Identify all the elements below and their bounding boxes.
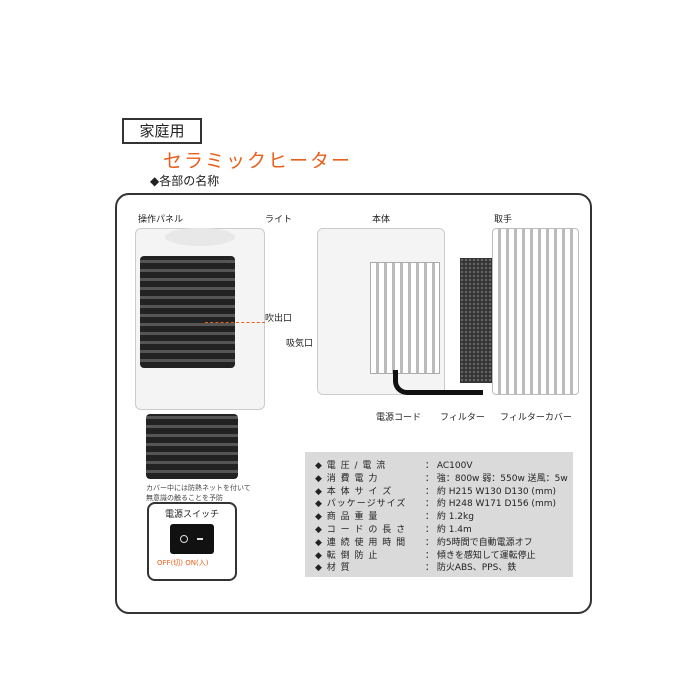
spec-key: ◆ 転 倒 防 止	[315, 550, 379, 561]
spec-value: ： 約 H248 W171 D156 (mm)	[425, 499, 556, 510]
label-filter-cover: フィルターカバー	[500, 413, 572, 423]
spec-value: ： 約5時間で自動電源オフ	[425, 537, 533, 548]
outlet-grill	[140, 256, 235, 368]
switch-title: 電源スイッチ	[164, 510, 219, 520]
label-handle: 取手	[494, 215, 513, 225]
spec-row: ◆ 転 倒 防 止 ： 傾きを感知して運転停止	[315, 548, 563, 561]
spec-row: ◆ 消 費 電 力 ： 強：800w 弱：550w 送風：5w	[315, 471, 568, 484]
label-inlet: 吸気口	[286, 339, 314, 349]
power-cord	[393, 370, 483, 395]
label-outlet: 吹出口	[265, 314, 293, 324]
spec-value: ： 約 1.4m	[425, 524, 472, 535]
spec-row: ◆ パッケージサイズ ： 約 H248 W171 D156 (mm)	[315, 496, 563, 509]
spec-value: ： 約 H215 W130 D130 (mm)	[425, 486, 556, 497]
category-tag: 家庭用	[122, 118, 202, 144]
section-heading: ◆各部の名称	[150, 174, 220, 188]
rocker-switch	[170, 524, 214, 554]
spec-row: ◆ 商 品 重 量 ： 約 1.2kg	[315, 509, 563, 522]
off-symbol-icon	[180, 535, 188, 543]
spec-value: ： 強：800w 弱：550w 送風：5w	[425, 473, 568, 484]
spec-value: ： AC100V	[425, 461, 473, 471]
switch-on-label: ON(入)	[185, 559, 209, 567]
spec-row: ◆ コ ー ド の 長 さ ： 約 1.4m	[315, 522, 563, 535]
leader-line	[205, 322, 265, 323]
spec-key: ◆ 消 費 電 力	[315, 473, 379, 484]
spec-key: ◆ コ ー ド の 長 さ	[315, 524, 407, 535]
inlet-grill	[370, 262, 440, 374]
spec-value: ： 防火ABS、PPS、鉄	[425, 563, 517, 574]
label-cord: 電源コード	[376, 413, 422, 423]
on-symbol-icon	[197, 538, 203, 540]
filter-cover-image	[492, 228, 579, 395]
product-title: セラミックヒーター	[163, 150, 353, 172]
spec-row: ◆ 電 圧 / 電 流 ： AC100V	[315, 458, 563, 471]
label-body: 本体	[372, 215, 391, 225]
power-switch-box: 電源スイッチ OFF(切) ON(入)	[147, 502, 237, 581]
caption-line: 無意識の触ることを予防	[146, 494, 223, 502]
spec-table: ◆ 電 圧 / 電 流 ： AC100V ◆ 消 費 電 力 ： 強：800w 弱：5…	[305, 452, 573, 577]
spec-row: ◆ 本 体 サ イ ズ ： 約 H215 W130 D130 (mm)	[315, 484, 563, 497]
spec-value: ： 傾きを感知して運転停止	[425, 550, 536, 561]
spec-key: ◆ 材 質	[315, 563, 351, 574]
net-closeup-image	[146, 414, 238, 479]
net-caption: カバー中には防熱ネットを付いて 無意識の触ることを予防	[146, 483, 251, 503]
spec-row: ◆ 連 続 使 用 時 間 ： 約5時間で自動電源オフ	[315, 535, 563, 548]
switch-off-label: OFF(切)	[157, 559, 184, 567]
spec-value: ： 約 1.2kg	[425, 512, 474, 523]
diagram-frame	[115, 193, 592, 614]
control-panel	[165, 228, 235, 246]
caption-line: カバー中には防熱ネットを付いて	[146, 484, 251, 492]
spec-key: ◆ パッケージサイズ	[315, 499, 407, 510]
label-panel: 操作パネル	[138, 215, 184, 225]
spec-row: ◆ 材 質 ： 防火ABS、PPS、鉄	[315, 560, 563, 573]
spec-key: ◆ 連 続 使 用 時 間	[315, 537, 407, 548]
label-filter: フィルター	[440, 413, 485, 423]
spec-key: ◆ 電 圧 / 電 流	[315, 461, 387, 471]
label-light: ライト	[265, 215, 293, 225]
spec-key: ◆ 本 体 サ イ ズ	[315, 486, 393, 497]
spec-key: ◆ 商 品 重 量	[315, 512, 379, 523]
